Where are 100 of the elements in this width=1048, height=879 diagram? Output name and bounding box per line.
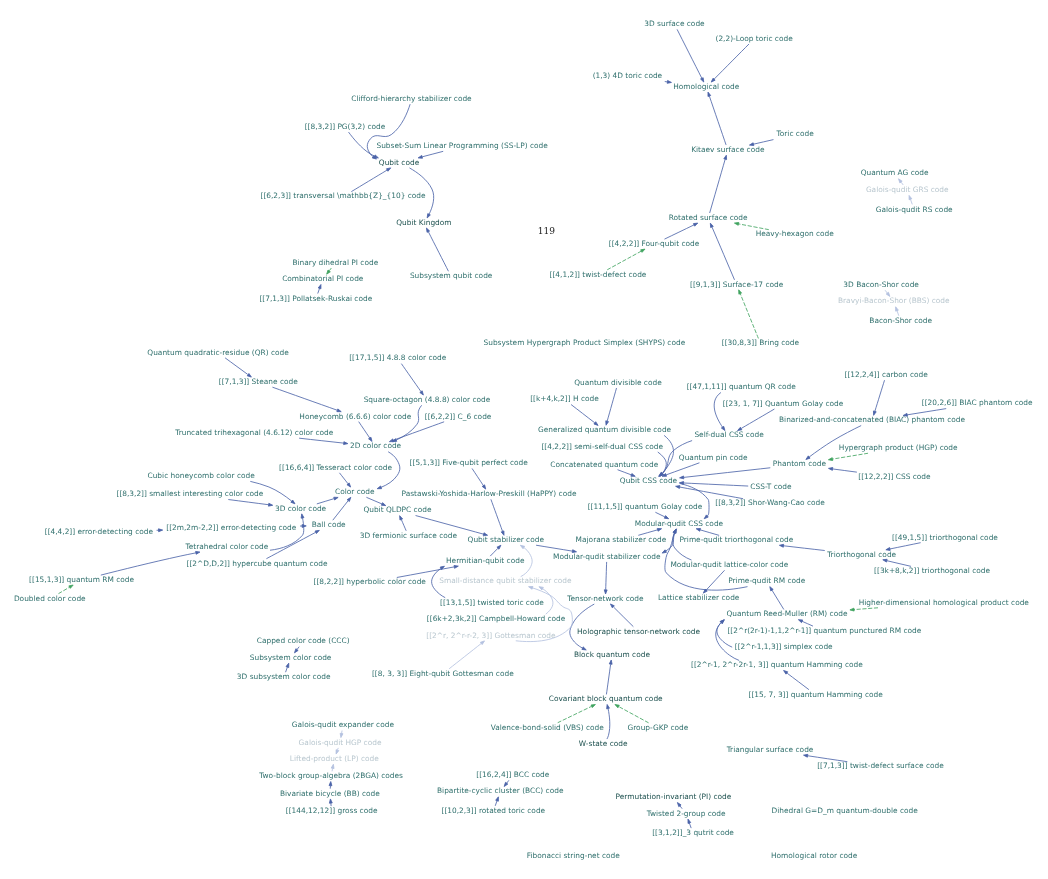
node-text: [[16,6,4]] Tesseract color code bbox=[279, 462, 393, 472]
node-text: [[12,2,2]] CSS code bbox=[858, 471, 931, 481]
arrow bbox=[908, 194, 913, 205]
arrow bbox=[569, 603, 595, 650]
node-text: Subsystem Hypergraph Product Simplex (SHYPS) code bbox=[483, 337, 686, 347]
arrow bbox=[676, 28, 705, 82]
node-text: Self-dual CSS code bbox=[694, 429, 764, 439]
arrow bbox=[328, 780, 333, 789]
node-text: W-state code bbox=[578, 738, 628, 748]
node-text: [[8,3,2]] Shor-Wang-Cao code bbox=[715, 497, 825, 507]
node-text: Heavy-hexagon code bbox=[755, 228, 834, 238]
node-text: Block quantum code bbox=[573, 649, 650, 659]
arrow bbox=[272, 386, 342, 412]
node-text: Galois-qudit expander code bbox=[291, 719, 394, 729]
node-text: Valence-bond-solid (VBS) code bbox=[490, 722, 604, 732]
arrow bbox=[675, 484, 744, 499]
node-text: Cubic honeycomb color code bbox=[147, 470, 255, 480]
arrow bbox=[849, 606, 879, 611]
arrow bbox=[805, 424, 862, 460]
node-text: Tensor-network code bbox=[567, 593, 644, 603]
node-text: [[8,3,2]] smallest interesting color code bbox=[116, 488, 264, 498]
node-text: [[7,1,3]] twist-defect surface code bbox=[817, 760, 944, 770]
node-text: Clifford-hierarchy stabilizer code bbox=[351, 93, 472, 103]
node-text: [[16,2,4]] BCC code bbox=[476, 769, 550, 779]
node-text: Two-block group-algebra (2BGA) codes bbox=[259, 770, 403, 780]
arrow bbox=[570, 403, 599, 426]
node-text: Binarized-and-concatenated (BIAC) phantom code bbox=[779, 414, 966, 424]
arrow bbox=[326, 267, 332, 275]
node-text: Dihedral G=D_m quantum-double code bbox=[771, 805, 918, 815]
node-text: [[6,2,2]] C_6 code bbox=[424, 411, 492, 421]
node-text: [[3k+8,k,2]] triorthogonal code bbox=[874, 565, 991, 575]
arrow bbox=[409, 167, 435, 218]
node-text: Subsystem qubit code bbox=[409, 270, 493, 280]
node-text: [[5,1,3]] Five-qubit perfect code bbox=[409, 457, 528, 467]
node-text: Covariant block quantum code bbox=[548, 693, 663, 703]
node-text: Kitaev surface code bbox=[691, 144, 765, 154]
node-text: Qubit QLDPC code bbox=[363, 504, 432, 514]
arrow bbox=[614, 703, 649, 723]
arrow bbox=[713, 391, 726, 431]
node-text: Pastawski-Yoshida-Harlow-Preskill (HaPPY) code bbox=[401, 488, 577, 498]
arrow bbox=[557, 703, 596, 723]
arrow bbox=[299, 523, 307, 528]
node-text: [[k+4,k,2]] H code bbox=[530, 393, 599, 403]
node-text: 3D Bacon-Shor code bbox=[843, 279, 919, 289]
arrow bbox=[710, 43, 750, 82]
node-text: [[17,1,5]] 4.8.8 color code bbox=[349, 352, 447, 362]
arrow bbox=[339, 729, 344, 738]
node-text: [[3,1,2]]_3 qutrit code bbox=[652, 827, 734, 837]
arrow bbox=[885, 541, 922, 551]
node-text: Tetrahedral color code bbox=[185, 541, 269, 551]
node-text: Hermitian-qubit code bbox=[446, 555, 525, 565]
node-text: Galois-qudit RS code bbox=[875, 204, 953, 214]
arrow bbox=[392, 404, 423, 442]
node-text: [[4,1,2]] twist-defect code bbox=[549, 269, 647, 279]
arrow bbox=[58, 584, 74, 594]
arrow bbox=[664, 79, 672, 84]
arrow bbox=[489, 544, 502, 556]
node-text: Capped color code (CCC) bbox=[256, 635, 350, 645]
arrow bbox=[519, 544, 533, 577]
node-text: [[7,1,3]] Steane code bbox=[218, 376, 298, 386]
arrow bbox=[328, 798, 333, 806]
node-text: [[6,2,3]] transversal \mathbb{Z}_{10} code bbox=[260, 190, 426, 200]
node-text: Combinatorial PI code bbox=[282, 273, 364, 283]
arrow bbox=[803, 753, 848, 762]
arrow bbox=[316, 496, 339, 504]
node-text: [[10,2,3]] rotated toric code bbox=[441, 805, 546, 815]
node-text: [[144,12,12]] gross code bbox=[285, 805, 378, 815]
node-text: Bivariate bicycle (BB) code bbox=[279, 788, 380, 798]
node-text: Permutation-invariant (PI) code bbox=[615, 791, 732, 801]
arrow bbox=[227, 498, 274, 507]
node-text: Qubit stabilizer code bbox=[467, 534, 544, 544]
node-text: [[13,1,5]] twisted toric code bbox=[440, 597, 544, 607]
node-text: Bipartite-cyclic cluster (BCC) code bbox=[437, 785, 564, 795]
node-text: Fibonacci string-net code bbox=[526, 850, 620, 860]
arrow bbox=[828, 466, 858, 473]
arrow bbox=[702, 569, 725, 594]
arrow bbox=[366, 496, 387, 506]
node-text: Modular-qudit CSS code bbox=[634, 518, 724, 528]
node-text: Majorana stabilizer code bbox=[575, 534, 667, 544]
arrow bbox=[335, 747, 340, 754]
arrow bbox=[664, 222, 699, 240]
node-text: [[8,3,2]] PG(3,2) code bbox=[304, 121, 386, 131]
arrow bbox=[366, 103, 411, 159]
node-text: [[12,2,4]] carbon code bbox=[844, 369, 928, 379]
node-text: Qubit CSS code bbox=[619, 475, 678, 485]
node-text: [[11,1,5]] quantum Golay code bbox=[587, 501, 703, 511]
arrow bbox=[827, 452, 869, 461]
arrow bbox=[399, 514, 407, 531]
node-text: Toric code bbox=[776, 128, 814, 138]
arrow bbox=[358, 420, 373, 442]
arrow bbox=[471, 467, 487, 489]
node-text: [[2^D,D,2]] hypercube quantum code bbox=[186, 558, 328, 568]
node-text: [[8, 3, 3]] Eight-qubit Gottesman code bbox=[371, 668, 514, 678]
arrow bbox=[330, 763, 335, 772]
arrow bbox=[266, 529, 320, 559]
arrow bbox=[538, 585, 554, 615]
node-text: [[6k+2,3k,2]] Campbell-Howard code bbox=[426, 613, 566, 623]
arrow bbox=[606, 248, 646, 270]
arrow bbox=[898, 177, 904, 185]
node-text: Bacon-Shor code bbox=[869, 315, 933, 325]
